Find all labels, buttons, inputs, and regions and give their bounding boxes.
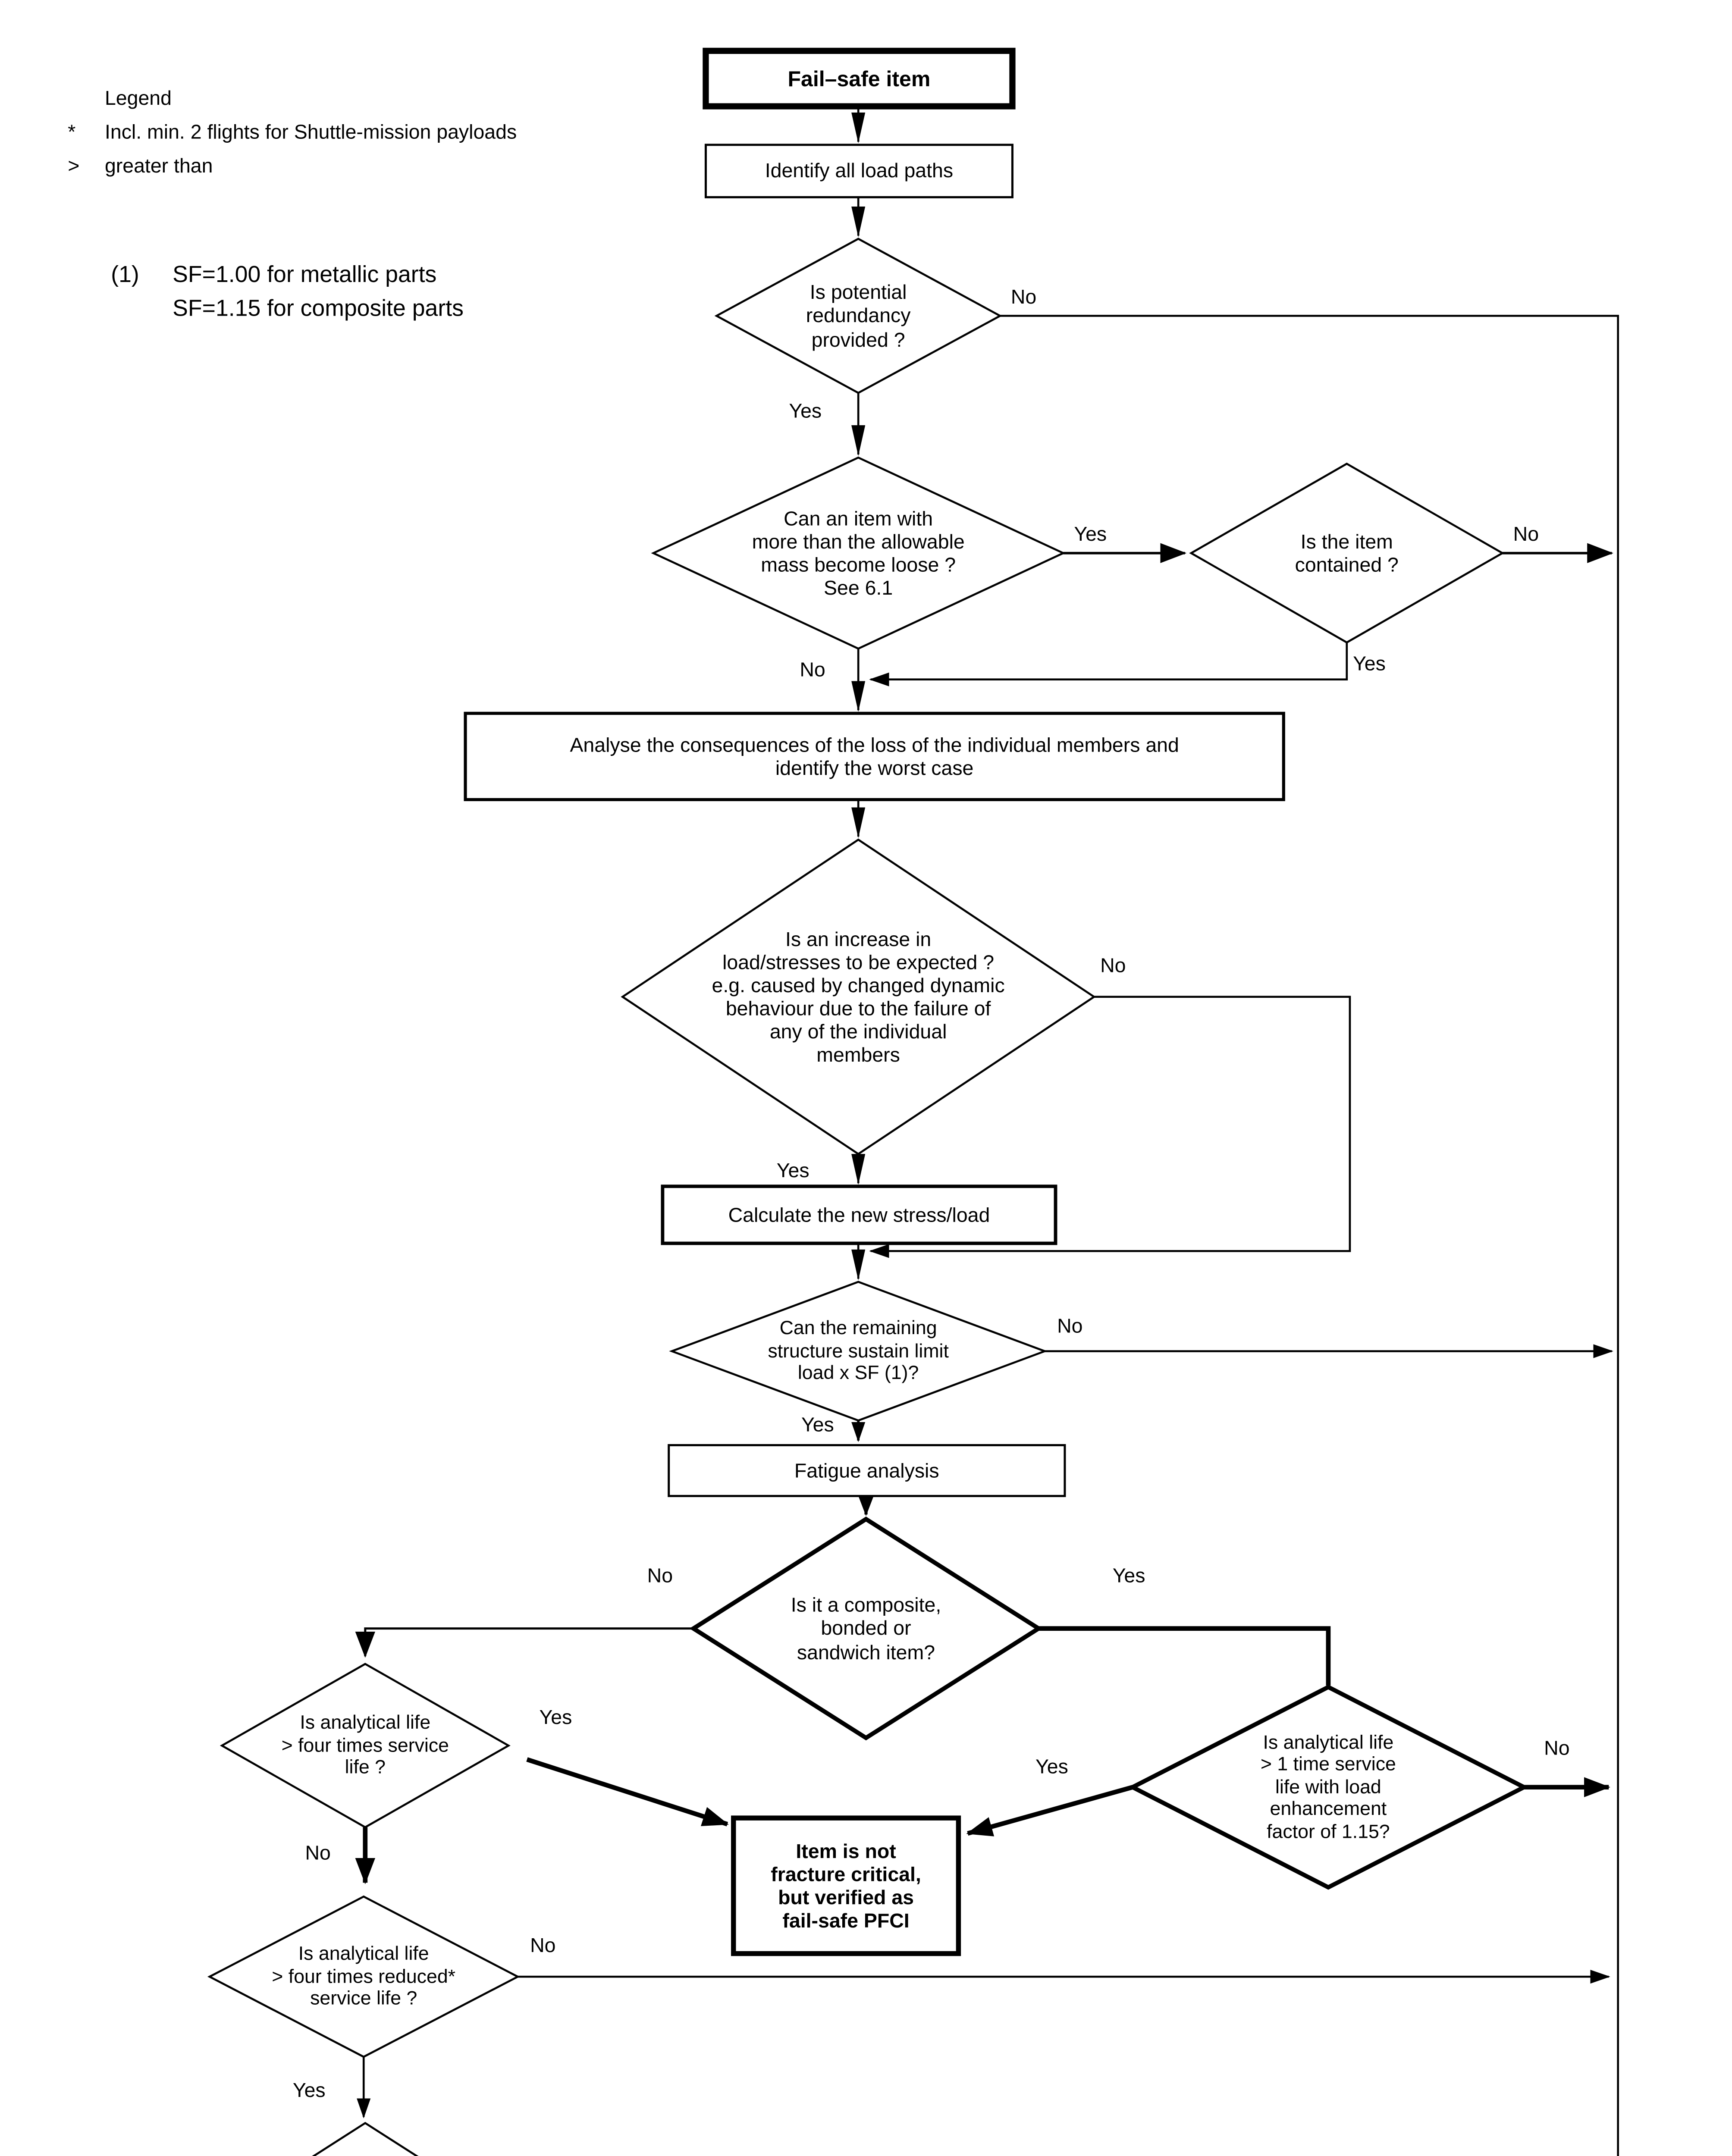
box-analyse xyxy=(464,711,1285,801)
node-redundancy: Is potential redundancy provided ? xyxy=(806,281,911,351)
node-reduced-life: Is analytical life > four times reduced*… xyxy=(272,1943,456,2010)
label-sustain-no: No xyxy=(1057,1314,1083,1338)
node-failsafe-item: Fail–safe item xyxy=(788,66,931,91)
label-redundancy-no: No xyxy=(1010,285,1037,308)
node-composite: Is it a composite, bonded or sandwich it… xyxy=(791,1593,941,1664)
edge-contained-yes xyxy=(869,642,1348,686)
label-composite-yes: Yes xyxy=(1112,1564,1145,1587)
diamond-reduced-life xyxy=(207,1895,520,2058)
label-increase-no: No xyxy=(1100,953,1126,977)
edge-servicelife-yes xyxy=(526,1757,729,1827)
diamond-sustain xyxy=(669,1281,1048,1422)
box-identify-load-paths xyxy=(704,144,1013,198)
label-composite-no: No xyxy=(647,1564,673,1587)
sf-note-line2: SF=1.15 for composite parts xyxy=(173,296,464,322)
label-enhancement-yes: Yes xyxy=(1035,1755,1068,1778)
node-increase: Is an increase in load/stresses to be ex… xyxy=(712,927,1005,1067)
legend-gt-symbol: > xyxy=(68,154,80,177)
node-contained: Is the item contained ? xyxy=(1295,530,1399,577)
edge-increase-no-bypass xyxy=(869,996,1351,1258)
diamond-composite xyxy=(689,1517,1043,1741)
label-reduced-life-no: No xyxy=(530,1934,556,1957)
diamond-service-life xyxy=(220,1663,511,1829)
label-service-life-yes: Yes xyxy=(539,1705,572,1729)
node-sustain: Can the remaining structure sustain limi… xyxy=(768,1317,949,1384)
legend-gt-text: greater than xyxy=(104,154,213,177)
diamond-enhancement xyxy=(1128,1684,1529,1890)
edge-redundancy-no-rail xyxy=(1000,315,1619,2156)
label-loose-mass-no: No xyxy=(800,658,825,681)
node-acceptance: Is acceptance of this item appropriate b… xyxy=(211,2131,520,2156)
legend-star-symbol: * xyxy=(68,120,76,144)
node-identify-load-paths: Identify all load paths xyxy=(765,159,954,183)
diamond-loose-mass xyxy=(651,456,1066,650)
node-loose-mass: Can an item with more than the allowable… xyxy=(752,506,965,600)
diamond-contained xyxy=(1189,462,1505,644)
node-enhancement: Is analytical life > 1 time service life… xyxy=(1260,1731,1396,1843)
legend-star-text: Incl. min. 2 flights for Shuttle-mission… xyxy=(104,120,517,144)
node-service-life: Is analytical life > four times service … xyxy=(281,1712,449,1779)
label-reduced-life-yes: Yes xyxy=(292,2078,326,2102)
edge-composite-no xyxy=(355,1627,693,1658)
box-failsafe-item xyxy=(703,47,1016,110)
label-contained-no: No xyxy=(1513,522,1539,545)
node-pfci: Item is not fracture critical, but verif… xyxy=(771,1839,921,1932)
label-sustain-yes: Yes xyxy=(801,1413,834,1436)
edge-composite-yes xyxy=(1039,1626,1331,1686)
sf-note-number: (1) xyxy=(111,262,139,288)
label-redundancy-yes: Yes xyxy=(789,399,822,423)
node-fatigue: Fatigue analysis xyxy=(794,1459,939,1482)
label-contained-yes: Yes xyxy=(1353,652,1386,675)
label-loose-mass-yes: Yes xyxy=(1074,522,1107,545)
label-increase-yes: Yes xyxy=(776,1158,810,1182)
legend-title: Legend xyxy=(104,86,172,110)
edge-enhancement-yes xyxy=(966,1785,1133,1836)
diamond-increase xyxy=(621,838,1096,1155)
box-fatigue xyxy=(668,1444,1066,1497)
box-calculate xyxy=(661,1185,1057,1245)
label-enhancement-no: No xyxy=(1544,1736,1570,1760)
node-calculate: Calculate the new stress/load xyxy=(728,1203,990,1226)
diamond-acceptance xyxy=(312,2122,419,2156)
label-service-life-no: No xyxy=(305,1841,331,1865)
node-analyse: Analyse the consequences of the loss of … xyxy=(570,733,1179,780)
diamond-redundancy xyxy=(714,238,1002,394)
box-pfci xyxy=(731,1815,961,1956)
sf-note-line1: SF=1.00 for metallic parts xyxy=(173,262,437,288)
